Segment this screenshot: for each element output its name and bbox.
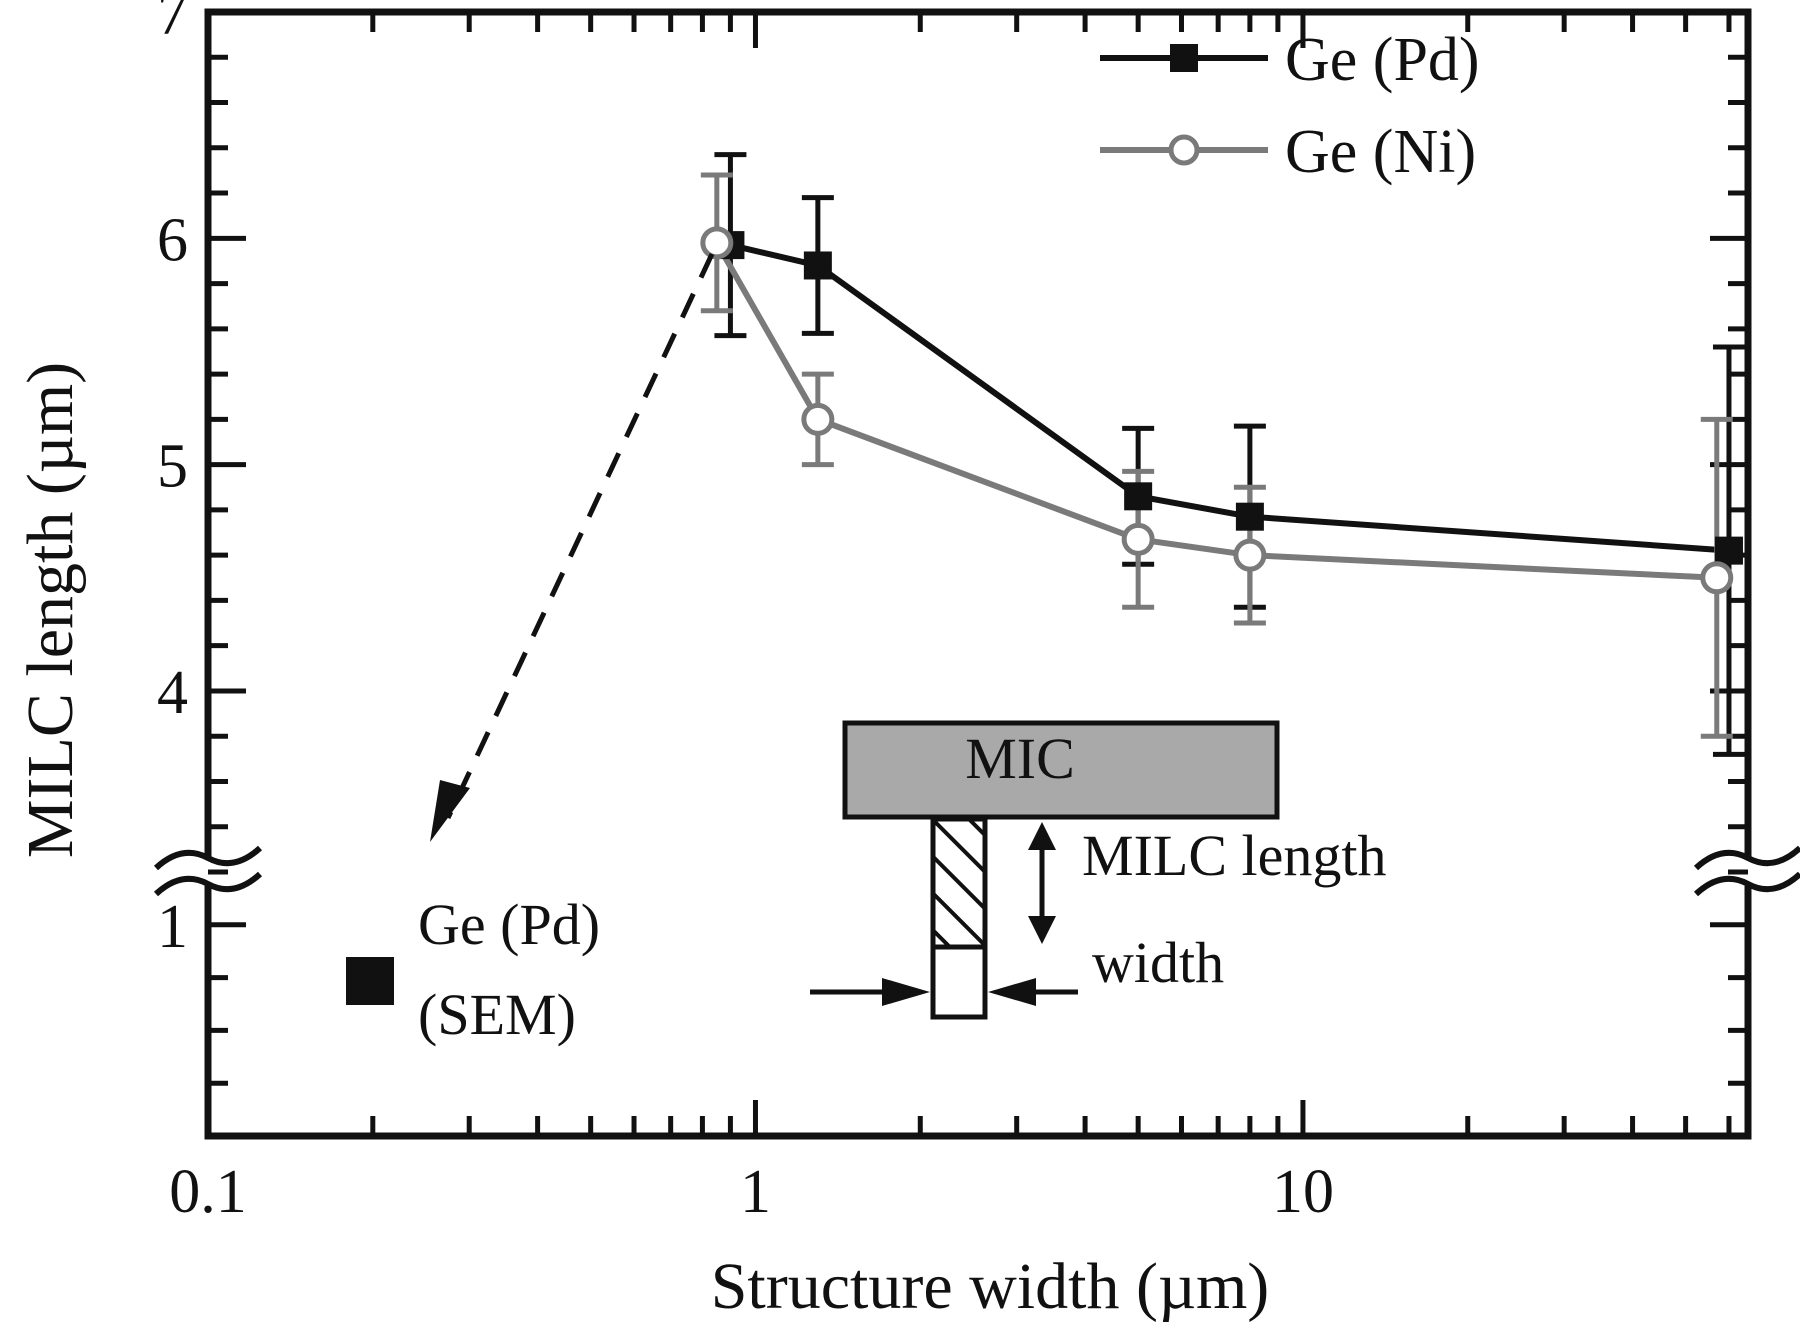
data-point-pd [1235, 502, 1264, 531]
data-point-pd [1714, 536, 1743, 565]
data-point-pd [1124, 482, 1153, 511]
legend-ni-marker [1168, 134, 1200, 166]
legend-pd-marker [1170, 44, 1198, 72]
y-tick-label: 4 [157, 659, 188, 727]
sem-label-line1: Ge (Pd) [418, 892, 600, 957]
data-point-ni [700, 226, 734, 260]
series-layer [700, 152, 1745, 757]
axes-layer: 0.1 1 10 4 5 6 7 1 [153, 0, 1800, 1226]
y-tick-label: 1 [157, 893, 188, 961]
y-tick-label: 6 [157, 206, 188, 274]
series-line-pd [729, 242, 1730, 554]
y-axis-title: MILC length (µm) [14, 362, 87, 858]
width-arrow-right-head [988, 978, 1036, 1006]
legend: Ge (Pd) Ge (Ni) [1100, 26, 1480, 186]
sem-label-line2: (SEM) [418, 982, 576, 1047]
legend-pd-label: Ge (Pd) [1285, 26, 1480, 94]
milc-hatched-region [930, 816, 988, 950]
sem-arrow-head [430, 780, 470, 842]
length-arrow-head-down [1028, 916, 1056, 944]
milc-length-label: MILC length [1082, 823, 1386, 888]
data-point-pd [803, 251, 832, 280]
y-tick-label: 5 [157, 433, 188, 501]
data-point-ni [1700, 561, 1734, 595]
y-tick-label: 7 [157, 0, 188, 48]
plot-frame [204, 8, 1752, 1140]
axis-break-wave-bottom-left [153, 871, 263, 897]
legend-ni-label: Ge (Ni) [1285, 118, 1476, 186]
x-tick-label: 10 [1272, 1158, 1334, 1226]
x-axis-title: Structure width (µm) [711, 1250, 1270, 1323]
width-label: width [1092, 930, 1224, 995]
axis-break-wave-top-left [153, 845, 263, 871]
sem-annotation: Ge (Pd) (SEM) [346, 252, 715, 1047]
x-tick-label: 0.1 [169, 1158, 247, 1226]
width-arrow-left-head [882, 978, 930, 1006]
unreacted-region [930, 944, 988, 1020]
sem-marker [346, 957, 394, 1005]
mic-label: MIC [965, 726, 1075, 791]
x-tick-label: 1 [740, 1158, 771, 1226]
length-arrow-head-up [1028, 822, 1056, 850]
schematic-inset: MIC MILC length width [810, 720, 1386, 1020]
mic-block [842, 720, 1280, 820]
data-point-ni [801, 402, 835, 436]
data-point-ni [1233, 538, 1267, 572]
axis-break-wave-bottom-right [1693, 871, 1800, 897]
data-point-ni [1121, 522, 1155, 556]
axis-break-wave-top-right [1693, 845, 1800, 871]
series-line-ni [714, 241, 1717, 581]
sem-arrow [445, 252, 715, 820]
